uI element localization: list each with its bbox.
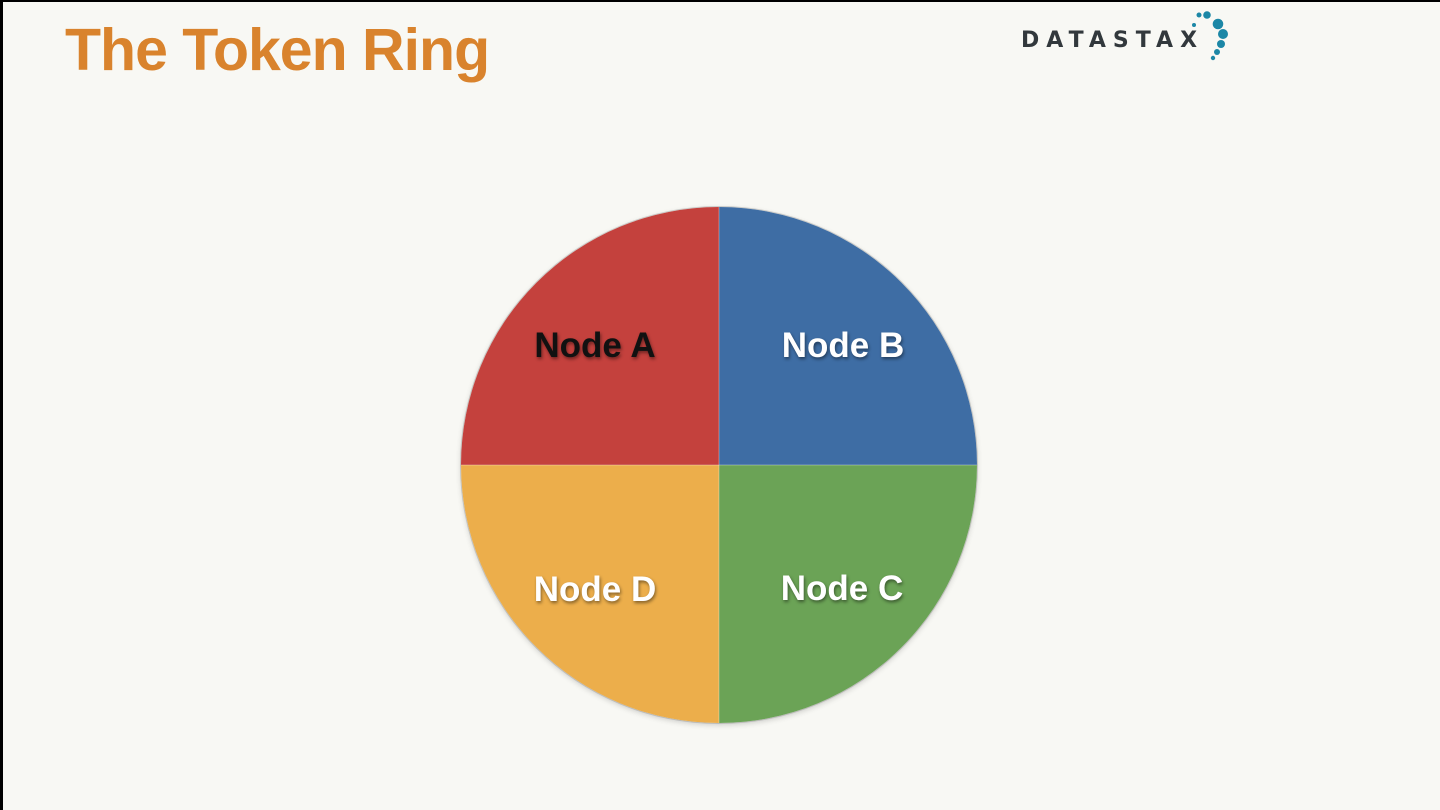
token-ring-pie	[461, 207, 977, 723]
pie-horizontal-divider	[461, 464, 977, 466]
node-a-label: Node A	[534, 326, 656, 365]
pie-vertical-divider	[718, 207, 720, 723]
token-ring-chart: Node A Node B Node C Node D	[461, 207, 977, 723]
page-title: The Token Ring	[65, 17, 490, 83]
node-d-label: Node D	[533, 570, 657, 609]
datastax-wordmark: DATASTAX	[1021, 28, 1205, 53]
node-c-label: Node C	[780, 569, 904, 608]
datastax-dots-icon	[1192, 11, 1228, 61]
slide: The Token Ring DATASTAX Node A Node B No…	[3, 2, 1440, 810]
datastax-logo: DATASTAX	[1021, 8, 1251, 68]
node-b-label: Node B	[781, 326, 905, 365]
